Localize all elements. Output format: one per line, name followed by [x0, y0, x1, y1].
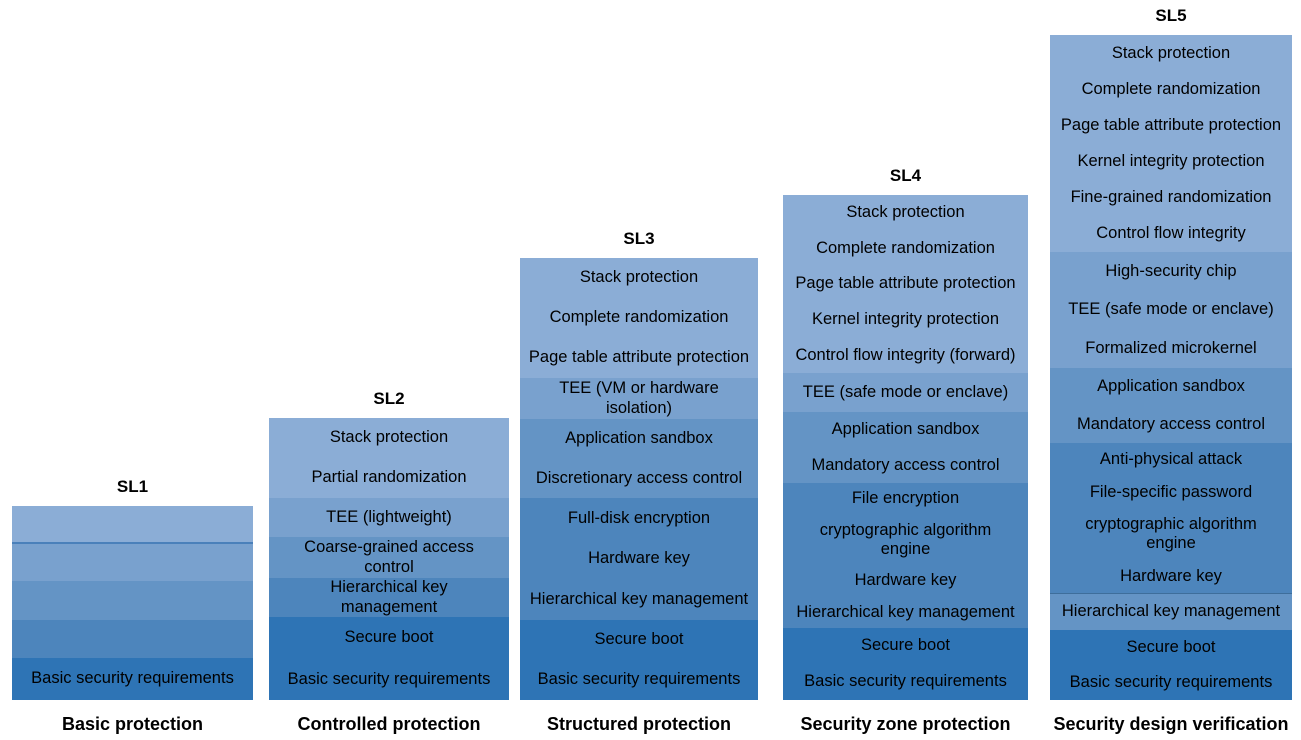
feature-row: Application sandbox [831, 420, 980, 439]
feature-row: Basic security requirements [1069, 672, 1273, 691]
band-sl1-5: Basic security requirements [12, 658, 253, 700]
column-title-sl4: SL4 [889, 166, 922, 185]
feature-row: Basic security requirements [804, 672, 1007, 691]
feature-row: Complete randomization [1081, 79, 1261, 98]
feature-row: Mandatory access control [811, 455, 1000, 474]
band-sl1-3 [12, 581, 253, 620]
feature-row: Secure boot [1126, 637, 1216, 656]
column-title-sl5: SL5 [1155, 6, 1187, 25]
feature-row: Page table attribute protection [1060, 115, 1282, 134]
feature-row: Discretionary access control [535, 468, 743, 487]
feature-row: Partial randomization [311, 468, 467, 487]
feature-row: Secure boot [344, 628, 434, 647]
feature-row: Mandatory access control [1076, 414, 1265, 433]
band-sl2-4: Hierarchical key management [269, 578, 509, 617]
feature-row: High-security chip [1105, 261, 1237, 280]
feature-row: Hierarchical key management [529, 590, 749, 609]
feature-row: Full-disk encryption [567, 508, 711, 527]
column-title-sl1: SL1 [116, 477, 149, 496]
feature-row: Hierarchical key management [1061, 602, 1281, 621]
column-caption-sl3: Structured protection [546, 714, 731, 734]
feature-row: Page table attribute protection [528, 348, 750, 367]
feature-row: cryptographic algorithm engine [1085, 515, 1257, 553]
feature-row: Formalized microkernel [1085, 339, 1257, 358]
feature-row: Hardware key [1120, 567, 1222, 586]
feature-row: Page table attribute protection [795, 274, 1016, 293]
feature-row: Kernel integrity protection [811, 310, 1000, 329]
feature-row: File-specific password [1089, 482, 1253, 501]
feature-row: Hierarchical key management [330, 578, 448, 616]
feature-row: Coarse-grained access control [304, 538, 474, 576]
band-sl1-1 [12, 506, 253, 544]
band-sl4-2: TEE (safe mode or enclave) [783, 373, 1028, 412]
feature-row: Stack protection [579, 268, 699, 287]
feature-row: Kernel integrity protection [1077, 151, 1265, 170]
feature-row: TEE (safe mode or enclave) [1068, 300, 1274, 319]
column-sl1: Basic security requirements [12, 506, 253, 700]
band-sl2-2: TEE (lightweight) [269, 498, 509, 537]
feature-row: Stack protection [1111, 43, 1231, 62]
feature-row: Secure boot [594, 630, 684, 649]
feature-row: Complete randomization [549, 308, 729, 327]
column-title-sl2: SL2 [373, 389, 405, 408]
feature-row: Stack protection [846, 203, 965, 222]
feature-row: File encryption [851, 489, 960, 508]
feature-row: Hardware key [854, 571, 957, 590]
band-sl2-3: Coarse-grained access control [269, 537, 509, 578]
column-caption-sl1: Basic protection [61, 714, 204, 734]
feature-row: TEE (lightweight) [326, 507, 452, 526]
feature-row: Complete randomization [816, 238, 995, 257]
feature-row: Fine-grained randomization [1070, 188, 1272, 207]
column-caption-sl2: Controlled protection [297, 714, 481, 734]
feature-row: TEE (safe mode or enclave) [802, 382, 1009, 401]
feature-row: cryptographic algorithm engine [819, 520, 992, 558]
band-sl5-5: Hierarchical key management [1050, 593, 1292, 630]
feature-row: Stack protection [329, 428, 449, 447]
band-sl4-4: File encryption cryptographic algorithm e… [783, 483, 1028, 628]
feature-row: TEE (VM or hardware isolation) [559, 379, 719, 417]
column-title-sl3: SL3 [623, 229, 655, 248]
column-caption-sl4: Security zone protection [800, 714, 1011, 734]
feature-row: Anti-physical attack [1099, 449, 1243, 468]
feature-row: Basic security requirements [31, 669, 234, 688]
feature-row: Basic security requirements [287, 669, 491, 688]
feature-row: Control flow integrity [1096, 224, 1246, 243]
feature-row: Application sandbox [1097, 377, 1245, 396]
feature-row: Secure boot [861, 636, 950, 655]
band-sl3-2: TEE (VM or hardware isolation) [520, 378, 758, 419]
band-sl1-2 [12, 544, 253, 581]
feature-row: Hardware key [588, 549, 690, 568]
column-caption-sl5: Security design verification [1053, 714, 1289, 734]
feature-row: Control flow integrity (forward) [795, 345, 1016, 364]
feature-row: Basic security requirements [537, 670, 741, 689]
feature-row: Application sandbox [565, 429, 713, 448]
feature-row: Hierarchical key management [796, 602, 1015, 621]
band-sl1-4 [12, 620, 253, 658]
